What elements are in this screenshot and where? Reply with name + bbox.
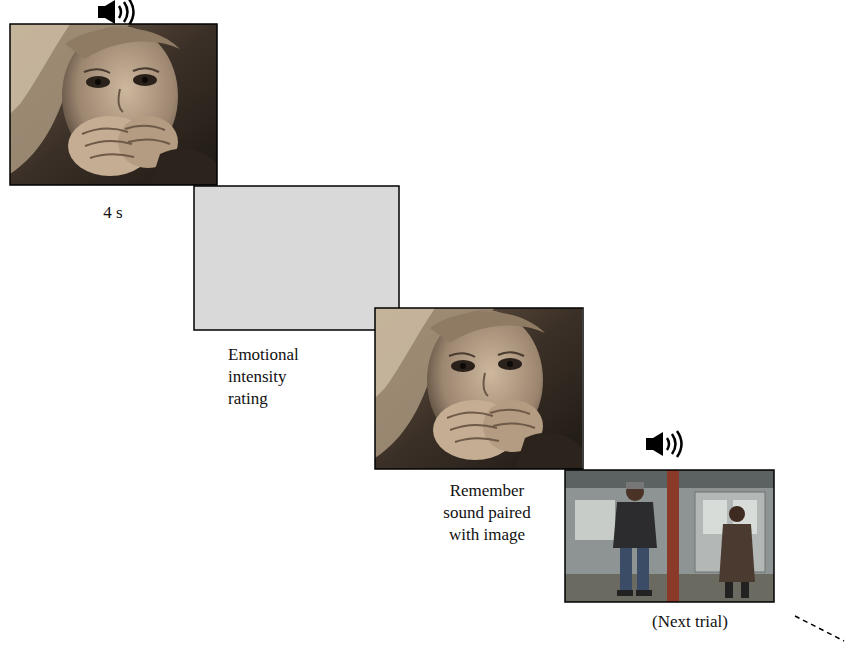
recall-frame: Remember sound paired with image	[375, 308, 583, 469]
rating-screen: Emotional intensity rating	[194, 186, 399, 330]
step-caption: Emotional intensity rating	[228, 344, 320, 410]
continuation-line	[795, 616, 844, 641]
speaker-icon	[646, 431, 682, 457]
blank-screen	[194, 186, 399, 330]
emotional-photo	[375, 308, 583, 469]
stimulus-frame: 4 s	[10, 24, 217, 185]
speaker-icon	[98, 0, 134, 25]
step-caption: 4 s	[78, 202, 148, 224]
neutral-photo	[565, 470, 774, 602]
emotional-photo	[10, 24, 217, 185]
next-trial-frame: (Next trial)	[565, 470, 774, 602]
step-caption: Remember sound paired with image	[437, 480, 537, 546]
step-caption: (Next trial)	[635, 611, 745, 633]
